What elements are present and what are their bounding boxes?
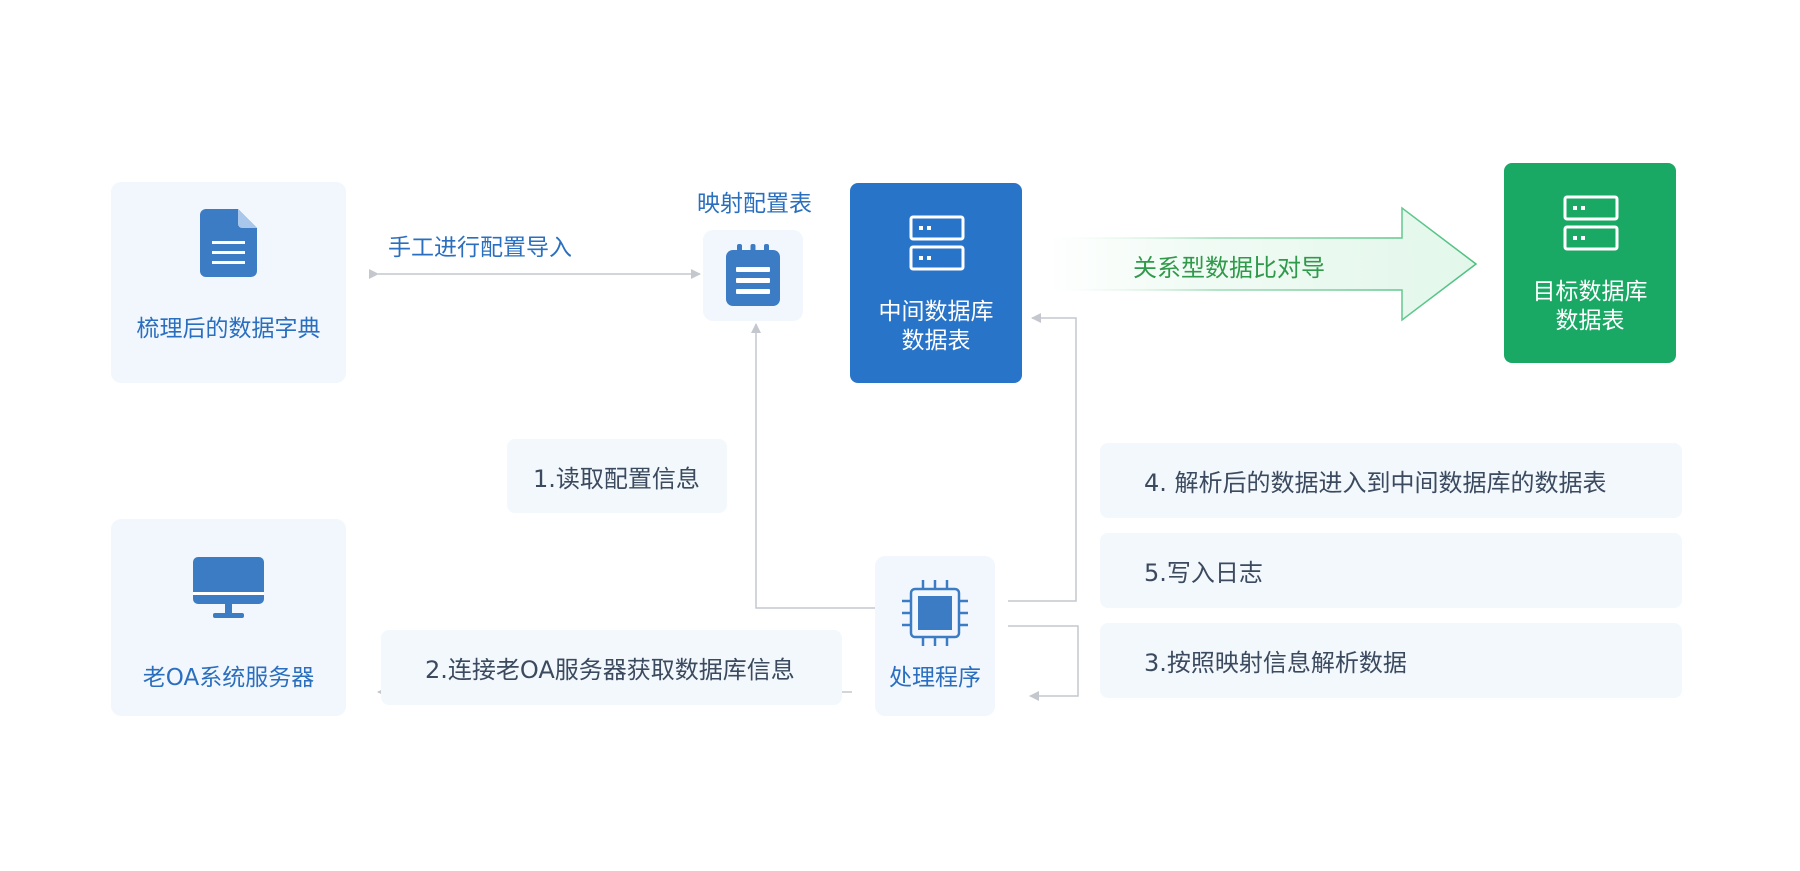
relational-compare-arrow	[1040, 206, 1478, 322]
step-5-label: 5.写入日志	[1144, 559, 1263, 587]
step-2-box: 2.连接老OA服务器获取数据库信息	[381, 630, 842, 705]
middle-db-label-line2: 数据表	[901, 328, 971, 354]
middle-db-label-line1: 中间数据库	[878, 299, 994, 325]
target-db-node: 目标数据库 数据表	[1504, 163, 1676, 363]
mapping-table-node	[703, 230, 803, 321]
data-dictionary-label: 梳理后的数据字典	[136, 316, 321, 342]
mapping-table-title: 映射配置表	[697, 191, 812, 217]
step-1-box: 1.读取配置信息	[507, 439, 727, 513]
cpu-chip-icon	[902, 580, 968, 646]
step-3-label: 3.按照映射信息解析数据	[1144, 649, 1407, 677]
notepad-icon	[726, 244, 780, 306]
step-3-box: 3.按照映射信息解析数据	[1100, 623, 1682, 698]
step-4-box: 4. 解析后的数据进入到中间数据库的数据表	[1100, 443, 1682, 518]
step-1-label: 1.读取配置信息	[533, 464, 700, 493]
processor-node: 处理程序	[875, 556, 995, 716]
server-icon	[909, 215, 965, 271]
monitor-icon	[193, 557, 264, 618]
middle-db-node: 中间数据库 数据表	[850, 183, 1022, 383]
loop-back-connector	[1008, 625, 1079, 701]
step-5-box: 5.写入日志	[1100, 533, 1682, 608]
relational-compare-label: 关系型数据比对导	[1133, 254, 1325, 282]
document-icon	[200, 209, 257, 277]
data-dictionary-node: 梳理后的数据字典	[111, 182, 346, 383]
old-oa-server-node: 老OA系统服务器	[111, 519, 346, 716]
processor-label: 处理程序	[889, 665, 981, 691]
server-icon	[1563, 195, 1619, 251]
target-db-label-line2: 数据表	[1555, 308, 1625, 334]
manual-import-label: 手工进行配置导入	[388, 235, 572, 261]
old-oa-server-label: 老OA系统服务器	[142, 665, 315, 691]
step-4-label: 4. 解析后的数据进入到中间数据库的数据表	[1144, 469, 1607, 497]
step-2-label: 2.连接老OA服务器获取数据库信息	[425, 656, 795, 684]
target-db-label-line1: 目标数据库	[1532, 279, 1648, 305]
